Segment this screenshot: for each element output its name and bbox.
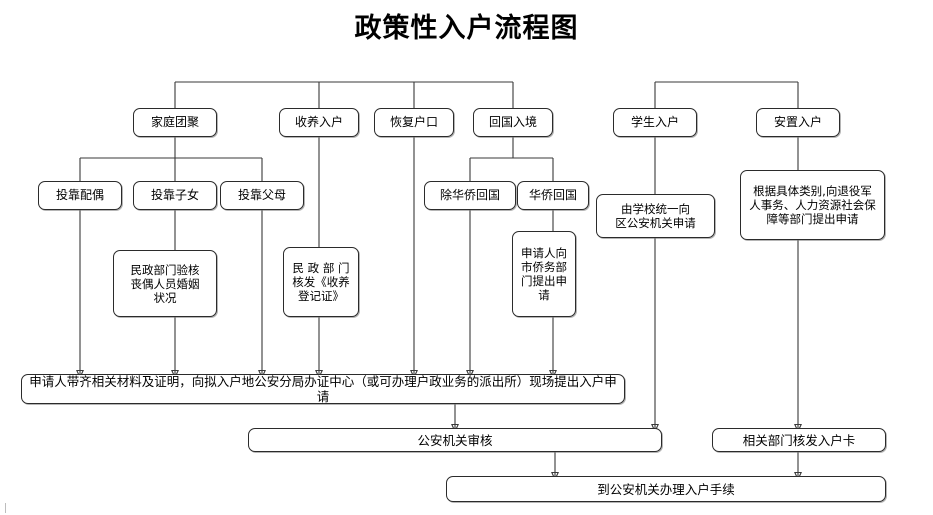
corner-mark [5, 503, 6, 513]
node-resettlement-detail[interactable]: 根据具体类别,向退役军 人事务、人力资源社会保 障等部门提出申请 [740, 170, 885, 240]
node-adoption[interactable]: 收养入户 [279, 108, 359, 137]
node-resettlement-entry[interactable]: 安置入户 [756, 108, 840, 137]
node-issue-entry-card[interactable]: 相关部门核发入户卡 [712, 428, 886, 452]
node-depend-spouse[interactable]: 投靠配偶 [38, 181, 122, 210]
node-depend-children[interactable]: 投靠子女 [133, 181, 217, 210]
node-student-entry[interactable]: 学生入户 [613, 108, 697, 137]
node-main-application[interactable]: 申请人带齐相关材料及证明，向拟入户地公安分局办证中心（或可办理户政业务的派出所）… [21, 374, 625, 404]
node-return-entry[interactable]: 回国入境 [473, 108, 553, 137]
node-overseas-return[interactable]: 华侨回国 [517, 181, 589, 210]
page-title: 政策性入户流程图 [354, 13, 579, 44]
node-civil-affairs-verify-widow[interactable]: 民政部门验核 丧偶人员婚姻 状况 [113, 250, 217, 317]
node-police-review[interactable]: 公安机关审核 [248, 428, 662, 452]
node-school-unified-apply[interactable]: 由学校统一向 区公安机关申请 [596, 194, 715, 238]
node-final-police-procedure[interactable]: 到公安机关办理入户手续 [446, 476, 886, 502]
node-depend-parents[interactable]: 投靠父母 [220, 181, 304, 210]
node-restore-hukou[interactable]: 恢复户口 [374, 108, 454, 137]
node-family-reunion[interactable]: 家庭团聚 [133, 108, 217, 137]
node-non-overseas-return[interactable]: 除华侨回国 [424, 181, 516, 210]
node-civil-affairs-adoption-cert[interactable]: 民 政 部 门 核发《收养 登记证》 [283, 247, 359, 317]
node-overseas-affairs-apply[interactable]: 申请人向 市侨务部 门提出申 请 [512, 231, 576, 317]
